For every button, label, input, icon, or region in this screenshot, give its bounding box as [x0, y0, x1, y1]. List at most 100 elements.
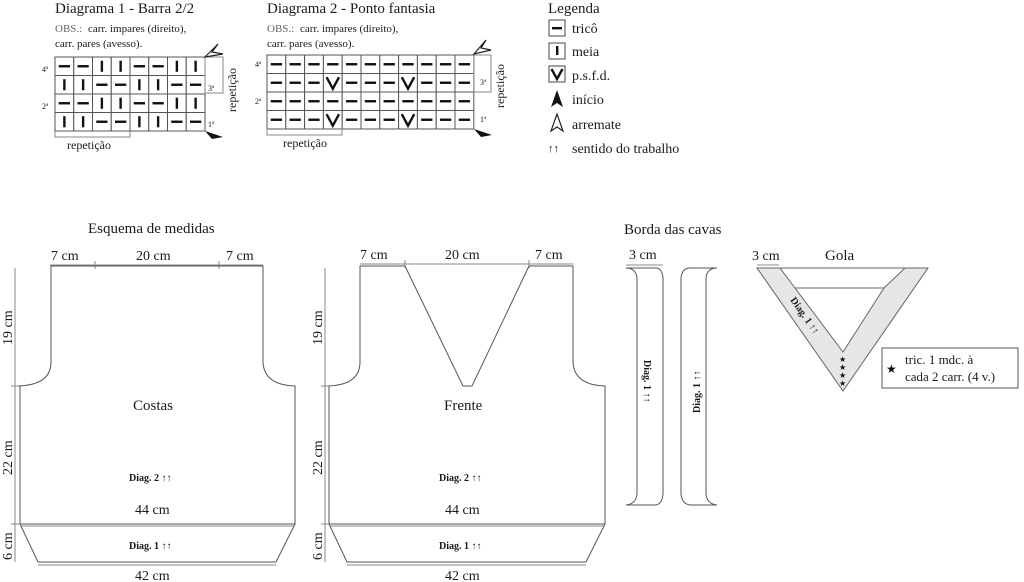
diagram-1-obs-line1: OBS.: carr. impares (direito), — [55, 23, 187, 35]
finish-arrow-icon — [203, 43, 224, 58]
armhole-bands: Borda das cavas 3 cm Diag. 1 ↑↑ Diag. 1 … — [624, 222, 722, 506]
purl-symbol — [308, 118, 320, 121]
armhole-right-diagram-label: Diag. 1 ↑↑ — [692, 371, 703, 414]
schema-title: Esquema de medidas — [88, 221, 215, 237]
back-body-outline — [17, 265, 296, 525]
stitch-cell-tric — [185, 75, 206, 95]
stitch-cell-tric — [322, 54, 343, 74]
back-top-right-measure: 7 cm — [226, 249, 254, 264]
star-icon: ★ — [839, 371, 846, 380]
stitch-cell-tric — [416, 110, 437, 130]
purl-symbol — [171, 120, 183, 123]
stitch-cell-tric — [454, 110, 475, 130]
vertical-repeat-label: repetição — [493, 64, 507, 108]
diagram-1-obs-line2: carr. pares (avesso). — [55, 38, 143, 50]
knit-symbol — [63, 79, 66, 91]
stitch-cell-tric — [341, 91, 362, 111]
stitch-cell-tric — [379, 54, 400, 74]
purl-symbol — [115, 83, 127, 86]
knit-symbol — [138, 116, 141, 128]
star-icon: ★ — [839, 379, 846, 388]
diagram-1-grid — [54, 56, 206, 132]
knit-symbol — [119, 60, 122, 72]
direction-arrows-icon: ↑↑ — [548, 143, 559, 155]
collar-note-line1: tric. 1 mdc. à — [905, 352, 973, 367]
stitch-cell-meia — [185, 93, 206, 113]
purl-symbol — [270, 81, 283, 84]
purl-symbol — [439, 100, 452, 103]
purl-symbol — [364, 81, 377, 84]
stitch-cell-tric — [266, 91, 287, 111]
knit-symbol — [100, 60, 104, 72]
purl-symbol — [421, 100, 433, 103]
row-label-2: 2ª — [42, 102, 49, 111]
knit-symbol — [175, 60, 179, 72]
stitch-cell-meia — [54, 75, 75, 95]
stitch-cell-meia — [148, 112, 168, 132]
star-icon: ★ — [839, 355, 846, 364]
vertical-repeat-bracket — [473, 54, 492, 93]
stitch-cell-psfd — [322, 73, 343, 93]
back-top-mid-measure: 20 cm — [136, 249, 171, 264]
front-body-width: 44 cm — [445, 503, 480, 518]
stitch-cell-tric — [454, 73, 475, 93]
stitch-cell-tric — [73, 56, 93, 76]
psfd-symbol — [400, 113, 416, 129]
armhole-band-left — [625, 267, 664, 506]
stitch-cell-tric — [285, 54, 306, 74]
purl-symbol — [77, 65, 89, 68]
legend-label-finish: arremate — [572, 118, 621, 133]
armhole-title: Borda das cavas — [624, 222, 722, 238]
purl-symbol — [383, 63, 395, 66]
psfd-symbol-mark — [550, 68, 564, 82]
stitch-cell-tric — [416, 54, 437, 74]
stitch-cell-tric — [398, 91, 418, 111]
stitch-cell-meia — [148, 75, 168, 95]
purl-symbol — [190, 83, 202, 86]
stitch-cell-tric — [379, 91, 400, 111]
horizontal-repeat-label: repetição — [283, 136, 327, 150]
stitch-cell-meia — [129, 112, 150, 132]
front-top-mid-measure: 20 cm — [445, 248, 480, 263]
purl-symbol-mark — [552, 27, 562, 30]
purl-symbol — [152, 65, 164, 68]
stitch-cell-tric — [454, 54, 475, 74]
stitch-cell-tric — [341, 54, 362, 74]
purl-symbol — [270, 63, 283, 66]
front-rib-width: 42 cm — [445, 569, 480, 582]
collar-width: 3 cm — [752, 249, 780, 264]
purl-symbol — [289, 100, 301, 103]
purl-symbol — [289, 63, 301, 66]
stitch-cell-tric — [167, 112, 187, 132]
stitch-cell-tric — [266, 110, 287, 130]
stitch-cell-psfd — [322, 110, 343, 130]
stitch-cell-meia — [73, 112, 93, 132]
row-label-2: 2ª — [255, 97, 262, 106]
stitch-cell-tric — [435, 54, 456, 74]
back-rib-width: 42 cm — [135, 569, 170, 582]
horizontal-repeat-bracket — [54, 131, 131, 138]
collar-note-box — [881, 347, 1019, 389]
knit-symbol — [156, 116, 160, 128]
stitch-cell-tric — [148, 93, 168, 113]
stitch-cell-psfd — [398, 110, 418, 130]
purl-symbol — [402, 100, 414, 103]
back-rib-outline — [19, 523, 296, 563]
stitch-cell-tric — [54, 93, 75, 113]
diagram-2-grid — [266, 54, 475, 130]
start-arrow-icon — [205, 131, 223, 147]
purl-symbol — [383, 81, 395, 84]
purl-symbol — [383, 118, 395, 121]
back-lower-height: 6 cm — [1, 532, 16, 560]
purl-symbol — [270, 100, 283, 103]
purl-symbol — [171, 83, 183, 86]
purl-symbol — [308, 100, 320, 103]
purl-symbol — [364, 100, 377, 103]
front-body-diagram-label: Diag. 2 ↑↑ — [439, 473, 482, 484]
purl-symbol — [364, 63, 377, 66]
stitch-cell-tric — [379, 110, 400, 130]
purl-symbol — [133, 65, 145, 68]
stitch-cell-tric — [379, 73, 400, 93]
armhole-width: 3 cm — [629, 248, 657, 263]
